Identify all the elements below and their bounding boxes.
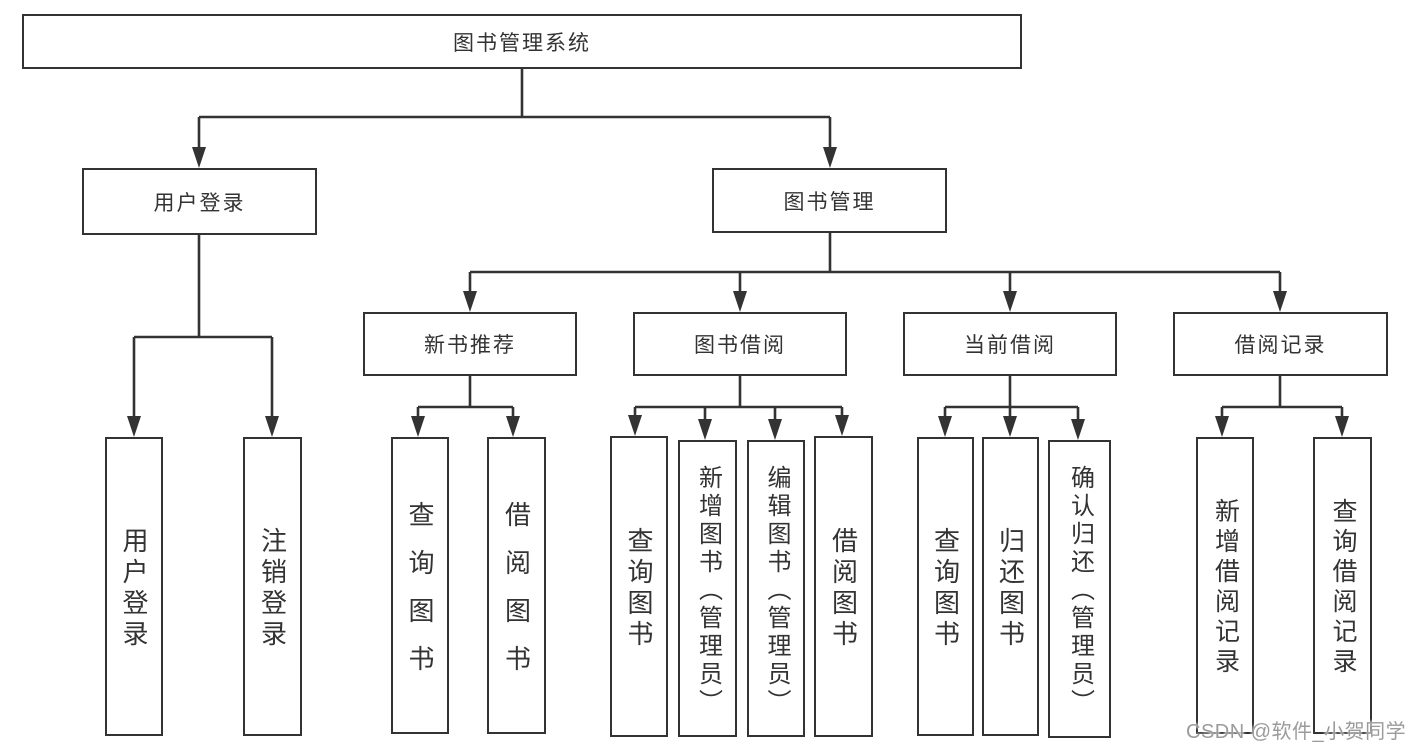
arrow-down-icon	[127, 416, 141, 437]
node-book-borrowing: 图书借阅	[633, 312, 847, 376]
arrow-down-icon	[835, 415, 849, 436]
arrow-down-icon	[192, 147, 206, 168]
arrow-down-icon	[506, 416, 520, 437]
leaf-borrow-books-recommend: 借阅图书	[487, 437, 546, 734]
leaf-borrow-books-borrowing: 借阅图书	[814, 436, 873, 737]
leaf-label: 查询图书	[405, 500, 435, 693]
node-label: 借阅记录	[1234, 334, 1327, 357]
root-node-label: 图书管理系统	[453, 31, 591, 55]
node-borrowing-records: 借阅记录	[1173, 312, 1388, 376]
node-book-management: 图书管理	[712, 168, 947, 233]
leaf-label: 借阅图书	[828, 527, 859, 651]
arrow-down-icon	[823, 147, 837, 168]
leaf-logout: 注销登录	[243, 437, 302, 736]
arrow-down-icon	[463, 291, 477, 312]
arrow-down-icon	[1215, 416, 1229, 437]
leaf-label: 查询图书	[930, 527, 961, 651]
node-user-login: 用户登录	[82, 168, 317, 235]
leaf-label: 确认归还（管理员）	[1066, 465, 1094, 717]
arrow-down-icon	[938, 416, 952, 437]
connector-path	[132, 69, 1344, 420]
arrow-down-icon	[411, 416, 425, 437]
leaf-label: 查询图书	[624, 527, 654, 651]
leaf-query-books-borrowing: 查询图书	[610, 436, 668, 737]
connector-arrowheads	[127, 147, 1349, 440]
arrow-down-icon	[1071, 419, 1085, 440]
node-label: 图书管理	[783, 190, 876, 214]
node-label: 新书推荐	[424, 334, 516, 357]
csdn-watermark: CSDN @软件_小贺同学	[1186, 721, 1405, 743]
leaf-confirm-return-admin: 确认归还（管理员）	[1048, 440, 1111, 738]
leaf-edit-books-admin: 编辑图书（管理员）	[747, 440, 805, 737]
leaf-query-books-current: 查询图书	[917, 437, 974, 736]
leaf-label: 新增图书（管理员）	[694, 464, 722, 717]
leaf-label: 新增借阅记录	[1211, 498, 1240, 678]
node-label: 图书借阅	[694, 334, 786, 357]
leaf-add-borrow-record: 新增借阅记录	[1196, 437, 1254, 734]
leaf-return-books: 归还图书	[982, 437, 1039, 736]
leaf-label: 查询借阅记录	[1329, 498, 1357, 678]
arrow-down-icon	[1335, 416, 1349, 437]
leaf-label: 用户登录	[119, 527, 149, 651]
arrow-down-icon	[1273, 291, 1287, 312]
arrow-down-icon	[1003, 416, 1017, 437]
leaf-user-login: 用户登录	[105, 437, 163, 736]
arrow-down-icon	[1003, 291, 1017, 312]
arrow-down-icon	[265, 416, 279, 437]
leaf-label: 编辑图书（管理员）	[763, 464, 790, 717]
leaf-query-borrow-record: 查询借阅记录	[1313, 437, 1372, 734]
node-new-book-recommendation: 新书推荐	[363, 312, 577, 376]
node-current-borrowing: 当前借阅	[903, 312, 1117, 376]
node-label: 用户登录	[153, 191, 246, 215]
leaf-label: 注销登录	[257, 527, 288, 651]
root-node-library-system: 图书管理系统	[22, 14, 1022, 69]
arrow-down-icon	[698, 419, 712, 440]
node-label: 当前借阅	[964, 334, 1056, 357]
leaf-label: 归还图书	[995, 527, 1026, 651]
leaf-query-books-recommend: 查询图书	[391, 437, 449, 734]
arrow-down-icon	[768, 419, 782, 440]
leaf-label: 借阅图书	[501, 500, 532, 693]
leaf-add-books-admin: 新增图书（管理员）	[678, 440, 737, 737]
arrow-down-icon	[628, 415, 642, 436]
arrow-down-icon	[733, 291, 747, 312]
